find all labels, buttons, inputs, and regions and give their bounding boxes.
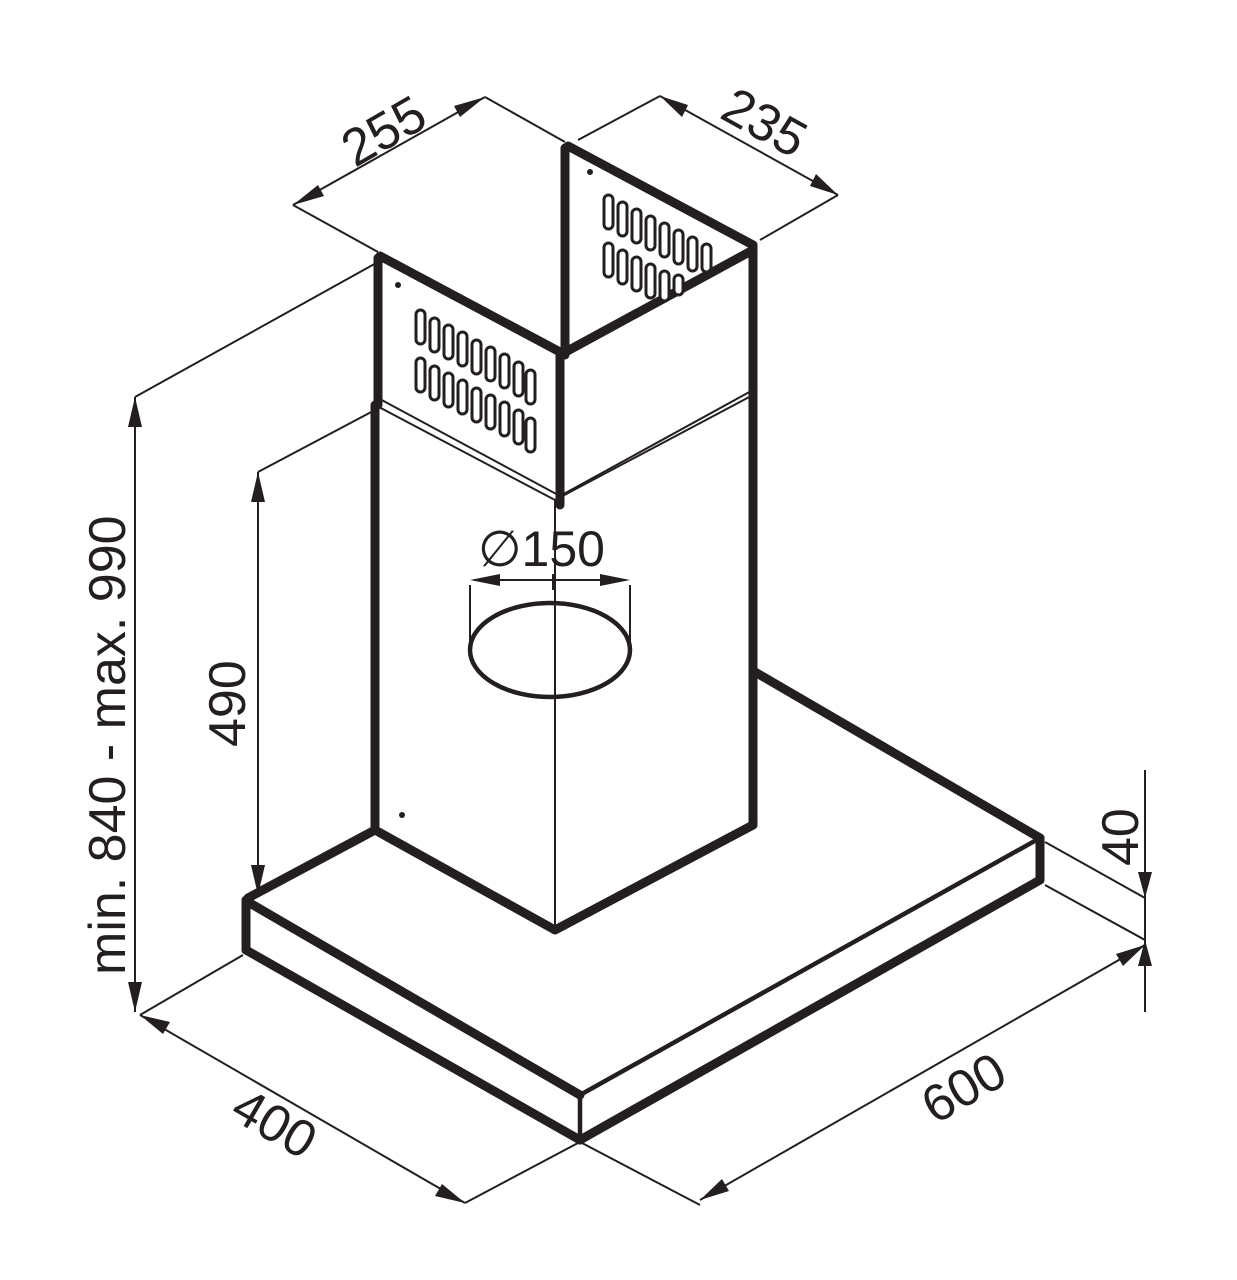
label-chimney-height: 490 — [199, 660, 257, 747]
label-canopy-thickness: 40 — [1092, 808, 1150, 866]
vent-slots-right — [602, 193, 713, 303]
dim-line-top-width — [292, 96, 566, 253]
dim-line-canopy-thickness — [1044, 770, 1152, 1012]
vent-slots-left — [414, 308, 537, 454]
dim-line-canopy-depth — [139, 954, 579, 1204]
canopy — [241, 667, 1045, 1145]
label-canopy-width: 600 — [912, 1042, 1016, 1136]
lower-chimney — [370, 390, 758, 935]
dim-line-chimney-height — [251, 409, 376, 895]
label-duct-diameter: ∅150 — [478, 521, 605, 577]
dim-line-canopy-width — [581, 944, 1146, 1206]
dim-line-total-height — [128, 261, 379, 1012]
label-top-width: 255 — [332, 85, 436, 179]
dim-line-top-depth — [577, 95, 839, 241]
label-top-depth: 235 — [712, 77, 816, 170]
label-canopy-depth: 400 — [222, 1077, 326, 1171]
label-total-height: min. 840 - max. 990 — [79, 515, 137, 975]
duct-opening — [467, 574, 633, 700]
upper-chimney — [373, 141, 758, 510]
